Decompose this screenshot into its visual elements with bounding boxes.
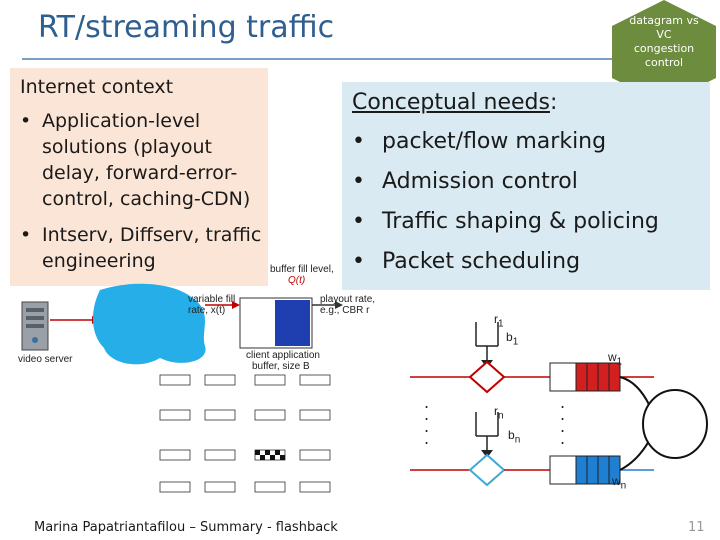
bullet-icon: •: [352, 209, 365, 234]
weight-wn-sub: n: [620, 480, 627, 492]
rate-r1-label: r1: [494, 312, 504, 329]
marker-icon: [468, 453, 506, 487]
list-item: • Admission control: [348, 168, 708, 208]
queue-n: [549, 455, 621, 485]
svg-text:.: .: [560, 393, 565, 412]
list-item-text: Application-level solutions (playout del…: [42, 110, 251, 210]
rate-r1-symbol: r: [494, 312, 498, 326]
rate-rn-label: rn: [494, 404, 504, 421]
svg-text:.: .: [424, 393, 429, 412]
svg-text:.: .: [424, 417, 429, 436]
list-item: • Traffic shaping & policing: [348, 208, 708, 248]
weight-wn-symbol: w: [612, 474, 621, 488]
buffer-fill-var: Q(t): [288, 275, 306, 286]
weight-w1-symbol: w: [608, 350, 617, 364]
playout-text: playout rate,: [320, 294, 376, 305]
slide-title: RT/streaming traffic: [38, 10, 335, 45]
marker-icon: [468, 360, 506, 394]
network-cloud-icon: [92, 283, 206, 365]
bucket-b1-sub: 1: [512, 336, 519, 348]
bucket-b1-symbol: b: [506, 330, 513, 344]
buffer-fill-label: buffer fill level, Q(t): [270, 264, 334, 286]
video-server-icon: [21, 301, 49, 351]
internet-context-heading: Internet context: [20, 76, 174, 98]
conceptual-needs-title: Conceptual needs: [352, 90, 550, 115]
heading-colon: :: [549, 90, 558, 115]
playout-example: e.g., CBR r: [320, 305, 370, 316]
streaming-diagram: [21, 283, 343, 493]
buffer-fill-text: buffer fill level,: [270, 264, 334, 275]
bucket-b1-label: b1: [506, 330, 518, 347]
variable-fill-text: variable fill: [188, 294, 236, 305]
client-text: client application: [246, 350, 320, 361]
conceptual-needs-list: •packet/flow marking •Admission control …: [348, 128, 708, 288]
internet-context-box: Internet context • Application-level solu…: [10, 68, 268, 286]
bucket-bn-sub: n: [514, 434, 521, 446]
bucket-bn-label: bn: [508, 428, 520, 445]
svg-text:.: .: [560, 417, 565, 436]
list-item: • packet/flow marking: [348, 128, 708, 168]
hexagon-icon: [612, 0, 716, 104]
internet-context-list: • Application-level solutions (playout de…: [16, 108, 266, 284]
rate-r1-sub: 1: [498, 318, 504, 330]
topic-badge-text: datagram vs VC congestion control: [622, 14, 706, 70]
scheduler-diagram: . . . . . . . .: [410, 322, 708, 487]
bullet-icon: •: [352, 129, 365, 154]
rate-rn-symbol: r: [494, 404, 498, 418]
bullet-icon: •: [20, 224, 32, 246]
weight-w1-sub: 1: [616, 356, 623, 368]
list-item: • Intserv, Diffserv, traffic engineering: [16, 222, 266, 274]
video-server-label: video server: [18, 354, 73, 365]
topic-badge[interactable]: [612, 0, 716, 104]
svg-text:.: .: [560, 405, 565, 424]
badge-line: VC: [656, 28, 672, 41]
slide-footer: Marina Papatriantafilou – Summary - flas…: [34, 520, 338, 535]
list-item: • Application-level solutions (playout de…: [16, 108, 266, 212]
svg-text:.: .: [424, 405, 429, 424]
variable-fill-rate: rate, x(t): [188, 305, 226, 316]
badge-line: datagram vs: [629, 14, 699, 27]
list-item-text: Intserv, Diffserv, traffic engineering: [42, 224, 262, 272]
scheduler-icon: [642, 389, 708, 459]
bullet-icon: •: [352, 249, 365, 274]
badge-line: control: [644, 56, 684, 69]
checker-pattern: [255, 450, 285, 460]
bullet-icon: •: [352, 169, 365, 194]
queue-1: [549, 362, 621, 392]
conceptual-needs-heading: Conceptual needs:: [352, 90, 557, 115]
list-item-text: Packet scheduling: [382, 249, 581, 274]
svg-text:.: .: [424, 429, 429, 448]
svg-text:.: .: [560, 429, 565, 448]
bullet-icon: •: [20, 110, 32, 132]
weight-wn-label: wn: [612, 474, 626, 491]
buffer-size-text: buffer, size B: [252, 361, 310, 372]
page-number: 11: [688, 520, 705, 535]
bucket-bn-symbol: b: [508, 428, 515, 442]
rate-rn-sub: n: [498, 410, 504, 422]
playout-label: playout rate, e.g., CBR r: [320, 294, 375, 316]
list-item-text: Traffic shaping & policing: [382, 209, 659, 234]
variable-fill-label: variable fill rate, x(t): [188, 294, 235, 316]
traffic-grid: [159, 374, 331, 493]
weight-w1-label: w1: [608, 350, 622, 367]
badge-line: congestion: [633, 42, 695, 55]
client-label: client application buffer, size B: [246, 350, 320, 372]
list-item-text: Admission control: [382, 169, 578, 194]
title-divider: [22, 58, 626, 60]
conceptual-needs-box: Conceptual needs: • packet/flow marking •…: [342, 82, 710, 290]
list-item: • Packet scheduling: [348, 248, 708, 288]
list-item-text: packet/flow marking: [382, 129, 607, 154]
